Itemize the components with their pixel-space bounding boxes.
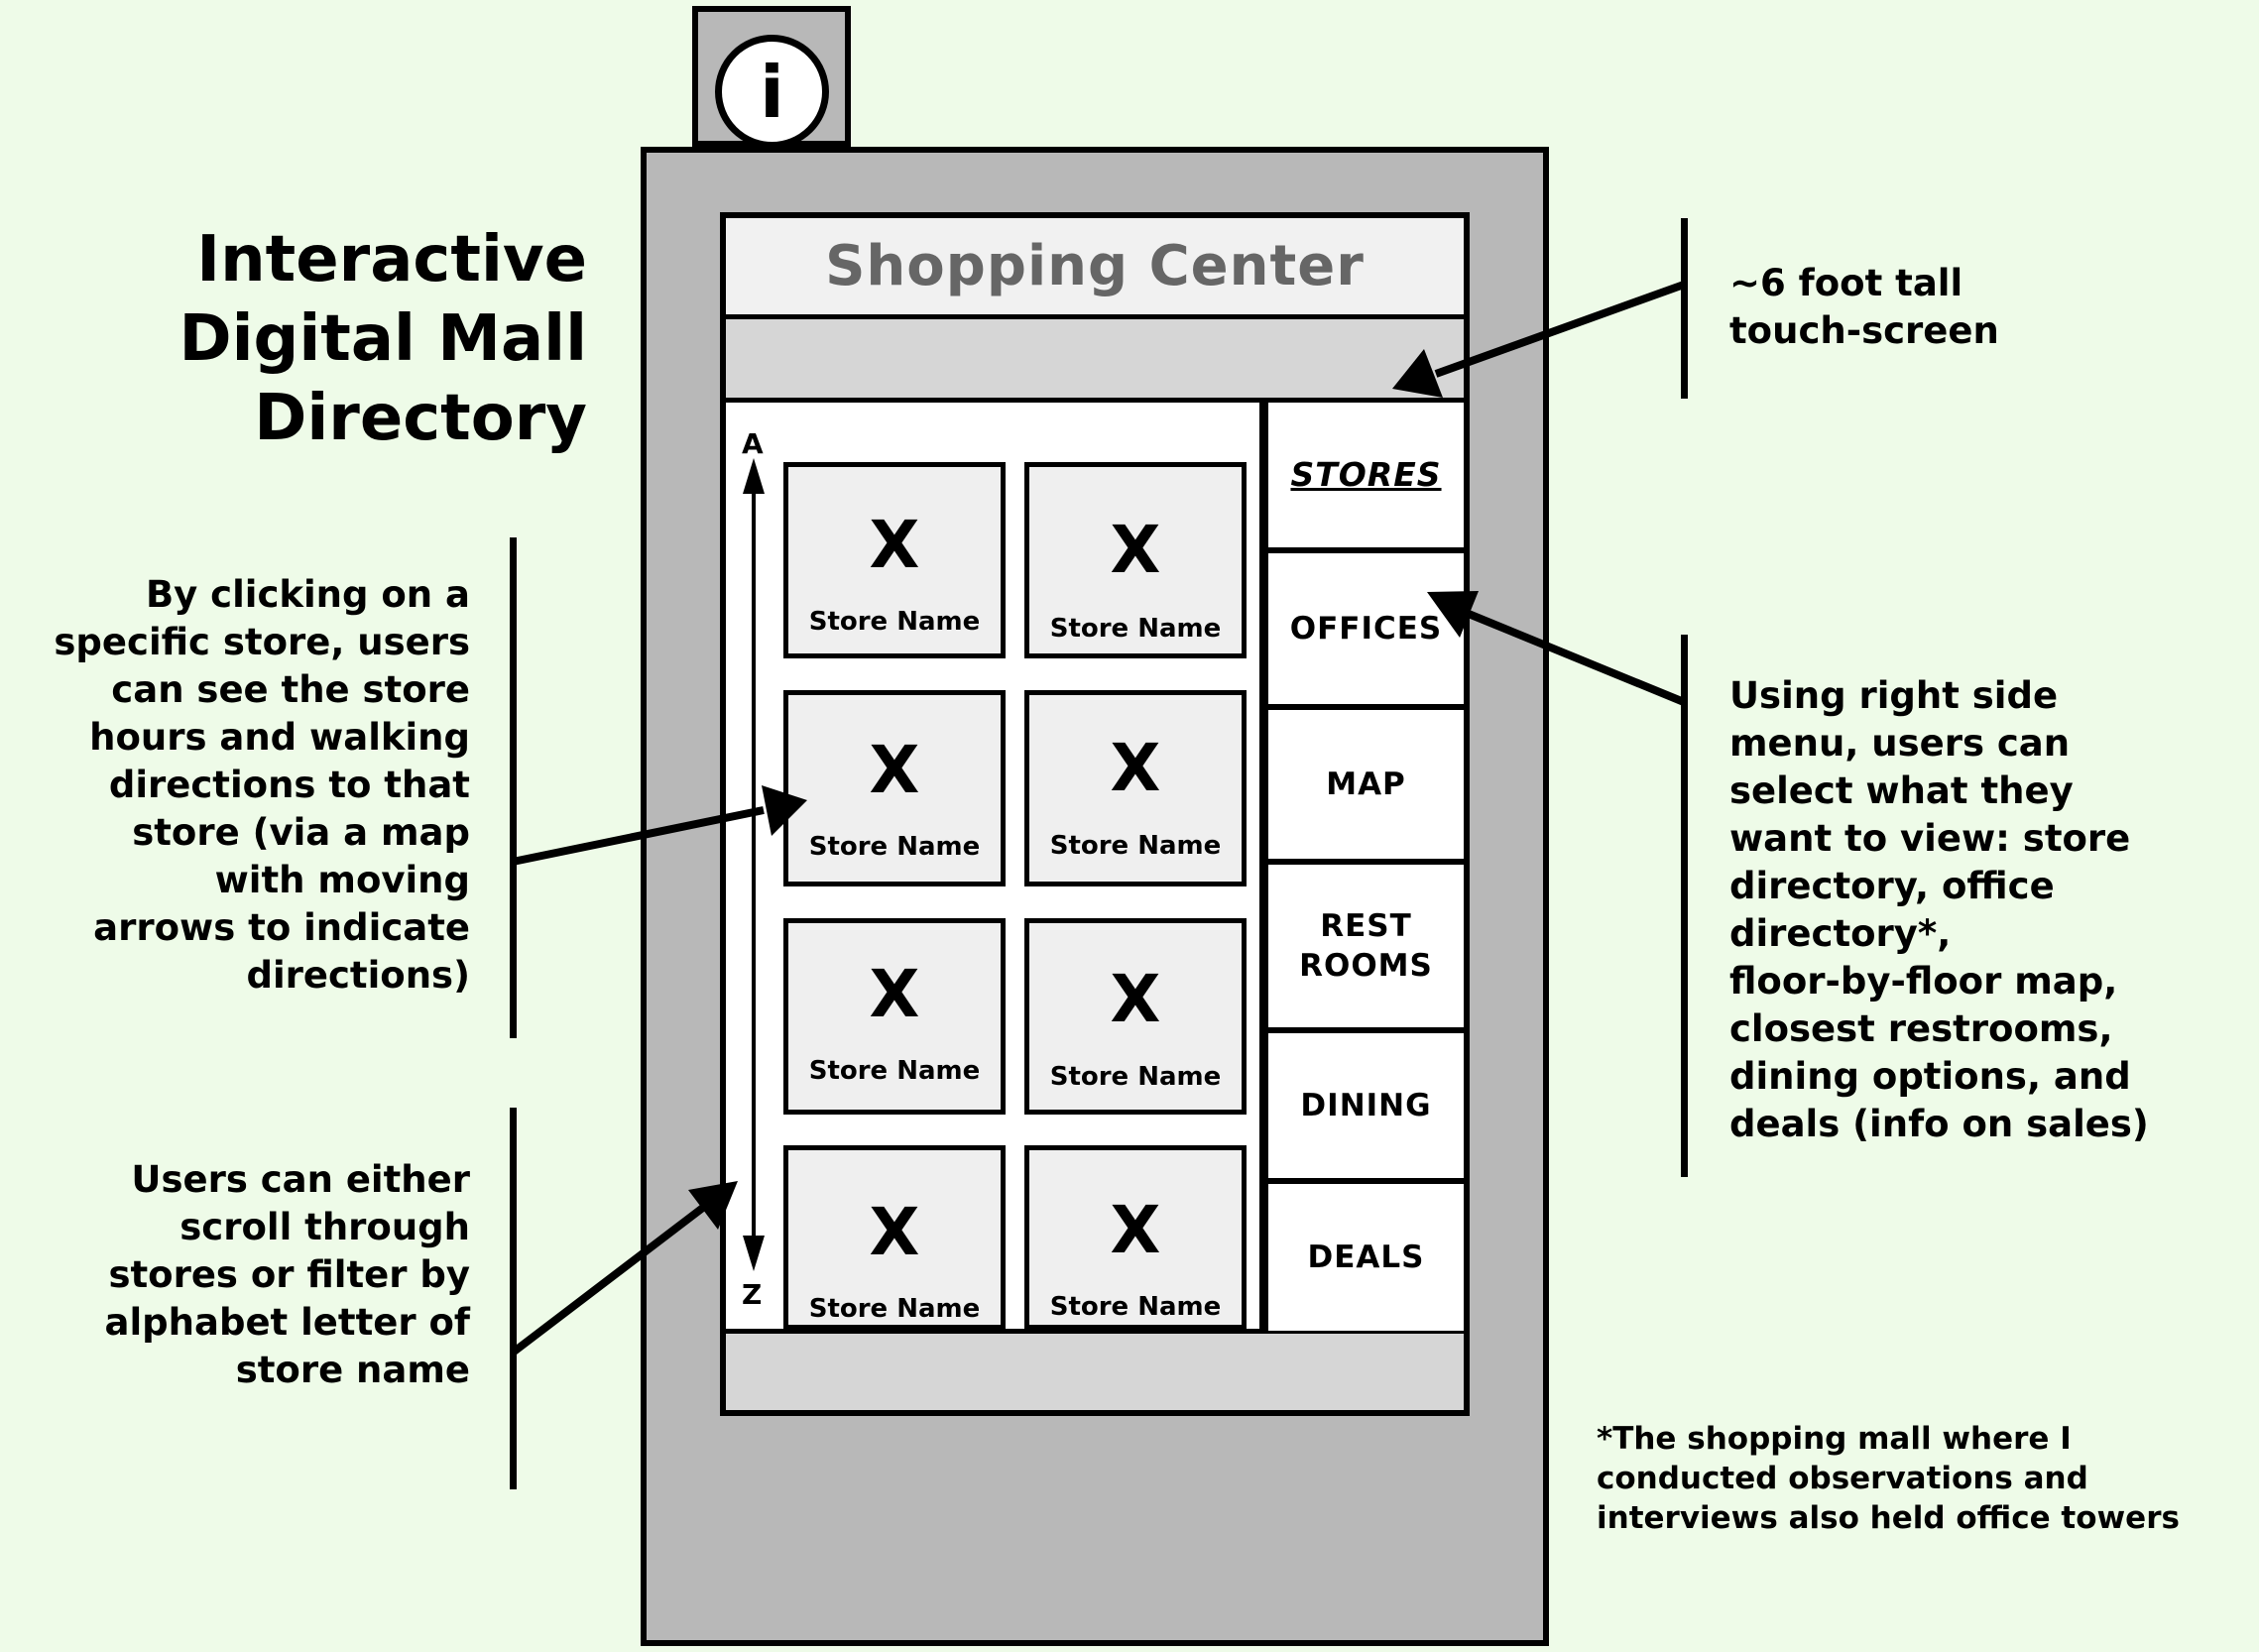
note-line: select what they [1729, 769, 2074, 812]
screen-footer-bar [726, 1329, 1464, 1410]
note-line: closest restrooms, [1729, 1007, 2113, 1050]
note-line: specific store, users [54, 621, 470, 663]
info-icon[interactable]: i [715, 35, 829, 149]
note-line: alphabet letter of [104, 1301, 470, 1344]
store-tile[interactable] [783, 1145, 1006, 1330]
screen-header: Shopping Center [726, 218, 1464, 319]
store-name: Store Name [808, 607, 981, 637]
store-tile[interactable] [1024, 690, 1247, 886]
note-line: ~6 foot tall [1729, 262, 1963, 304]
note-line: touch-screen [1729, 309, 1999, 352]
note-line: Using right side [1729, 674, 2059, 717]
note-line: with moving [214, 859, 470, 901]
menu-item-restrooms[interactable]: REST ROOMS [1268, 865, 1464, 1033]
note-line: directions to that [108, 764, 470, 806]
note-line: want to view: store [1729, 817, 2131, 860]
note-line: By clicking on a [145, 573, 470, 616]
menu-item-stores[interactable]: STORES [1268, 403, 1464, 553]
footnote-line: *The shopping mall where I [1597, 1421, 2072, 1457]
note-line: arrows to indicate [93, 906, 470, 949]
scroll-bracket [510, 1108, 517, 1489]
store-image-placeholder: X [1110, 961, 1161, 1037]
store-name: Store Name [1049, 1292, 1222, 1322]
store-image-placeholder: X [1110, 512, 1161, 588]
note-line: scroll through [179, 1206, 470, 1248]
store-image-placeholder: X [1110, 1192, 1161, 1268]
note-line: menu, users can [1729, 722, 2071, 765]
touchscreen-note: ~6 foot tall touch-screen [1729, 260, 1999, 355]
note-line: Users can either [131, 1158, 470, 1201]
store-name: Store Name [1049, 1062, 1222, 1092]
store-image-placeholder: X [869, 956, 920, 1032]
store-click-bracket [510, 537, 517, 1038]
store-image-placeholder: X [869, 507, 920, 583]
store-tile[interactable] [1024, 918, 1247, 1115]
note-line: directory, office [1729, 865, 2055, 907]
store-name: Store Name [808, 832, 981, 862]
store-image-placeholder: X [869, 732, 920, 808]
store-tile[interactable] [783, 918, 1006, 1115]
store-tile[interactable] [783, 690, 1006, 886]
note-line: stores or filter by [108, 1253, 470, 1296]
note-line: deals (info on sales) [1729, 1103, 2149, 1145]
store-image-placeholder: X [1110, 730, 1161, 806]
note-line: directions) [246, 954, 470, 997]
footnote: *The shopping mall where I conducted obs… [1597, 1419, 2180, 1538]
title-line-2: Digital Mall [178, 302, 587, 376]
scroll-filter-note: Users can either scroll through stores o… [40, 1156, 470, 1394]
title-line-1: Interactive [196, 223, 587, 296]
note-line: dining options, and [1729, 1055, 2131, 1098]
right-menu-note: Using right side menu, users can select … [1729, 672, 2149, 1148]
note-line: directory*, [1729, 912, 1952, 955]
note-line: store name [235, 1349, 470, 1391]
menu-item-dining[interactable]: DINING [1268, 1033, 1464, 1184]
scroll-letter-top[interactable]: A [742, 427, 764, 460]
store-name: Store Name [808, 1294, 981, 1324]
title-line-3: Directory [254, 382, 587, 455]
note-line: floor-by-floor map, [1729, 960, 2118, 1003]
footnote-line: conducted observations and [1597, 1461, 2088, 1496]
store-name: Store Name [808, 1056, 981, 1086]
touchscreen-bracket [1681, 218, 1688, 399]
screen-subheader-bar [726, 319, 1464, 403]
menu-divider [1259, 401, 1268, 1335]
store-tile[interactable] [783, 462, 1006, 658]
menu-bracket [1681, 635, 1688, 1177]
store-tile[interactable] [1024, 1145, 1247, 1330]
store-name: Store Name [1049, 831, 1222, 861]
store-name: Store Name [1049, 614, 1222, 644]
note-line: store (via a map [132, 811, 470, 854]
scroll-letter-bottom[interactable]: Z [742, 1278, 763, 1311]
diagram-title: Interactive Digital Mall Directory [119, 220, 587, 458]
menu-item-offices[interactable]: OFFICES [1268, 553, 1464, 710]
footnote-line: interviews also held office towers [1597, 1500, 2180, 1536]
store-tile[interactable] [1024, 462, 1247, 658]
menu-item-map[interactable]: MAP [1268, 710, 1464, 865]
menu-item-deals[interactable]: DEALS [1268, 1184, 1464, 1331]
store-image-placeholder: X [869, 1194, 920, 1270]
note-line: hours and walking [89, 716, 470, 759]
note-line: can see the store [111, 668, 470, 711]
store-click-note: By clicking on a specific store, users c… [40, 571, 470, 1000]
menu-item-restrooms-label: REST ROOMS [1299, 908, 1433, 984]
